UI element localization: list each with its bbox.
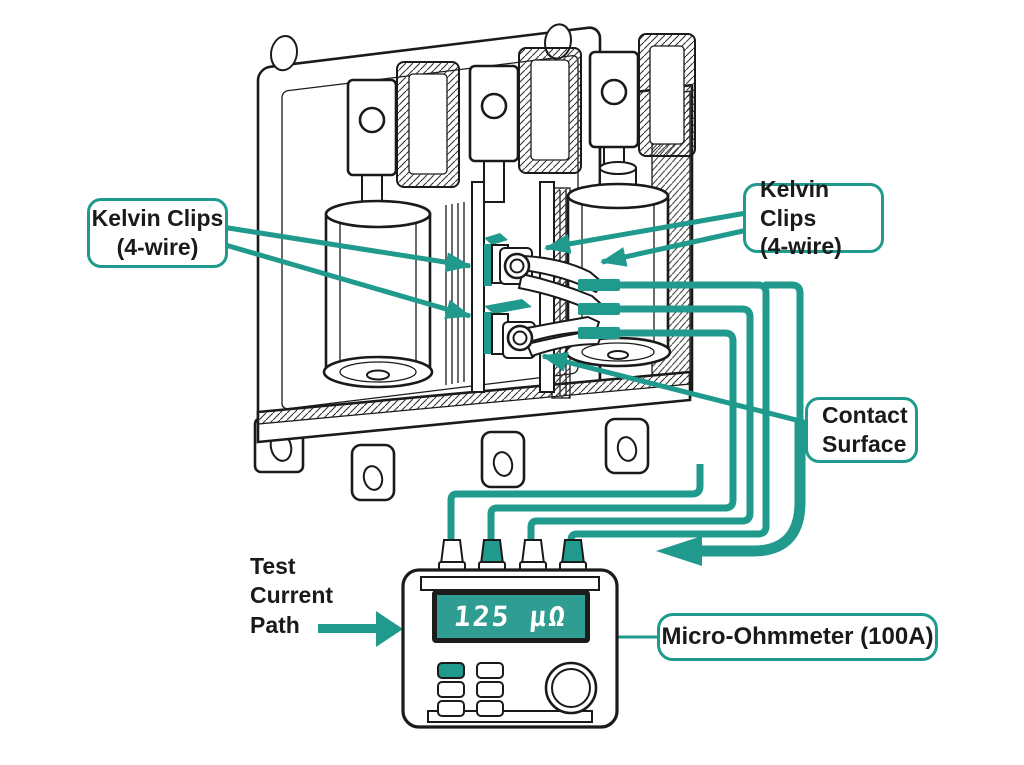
test-current-path-label: Test Current Path [250,552,370,640]
clip-wire-stub-1 [578,279,620,291]
contact-surface-callout: Contact Surface [805,397,918,463]
rotary-knob-icon [544,661,598,715]
kelvin-left-arrow-1-icon [221,224,472,273]
mounting-foot [480,430,526,489]
contact-surface-arrow-icon [541,352,813,427]
clip-wire-stub-3 [578,327,620,339]
contact-surface-line2: Surface [822,431,907,457]
callout-arrows [221,209,813,647]
test-lead-wire-3 [527,305,754,546]
meter-terminal-2 [478,539,506,573]
test-current-path-line3: Path [250,611,300,638]
meter-button [437,700,465,717]
mounting-foot [604,417,650,475]
mounting-hole-top-left [270,35,298,72]
mounting-feet [350,417,650,502]
kelvin-right-arrow-2-icon [600,226,753,267]
contact-surface-line1: Contact [822,402,908,429]
meter-buttons [437,662,504,717]
lcd-display: 125 µΩ [432,590,590,643]
lcd-display-value: 125 µΩ [452,600,570,633]
test-current-arrow-icon [318,611,403,647]
meter-terminal-4 [559,539,587,573]
test-lead-wire-4 [567,281,770,546]
kelvin-clips-right-callout: Kelvin Clips (4-wire) [743,176,884,259]
kelvin-clips-left-line1: Kelvin Clips [91,205,224,232]
micro-ohmmeter-callout: Micro-Ohmmeter (100A) [657,613,938,661]
test-lead-wires [447,279,806,566]
return-wire-upper [764,281,804,430]
meter-terminal-1 [438,539,466,573]
terminal-lug-right [588,33,696,177]
terminal-lug-left [346,61,460,206]
meter-terminal-3 [519,539,547,573]
kelvin-clips-right-line2: (4-wire) [760,233,842,260]
test-current-path-line2: Current [250,582,334,609]
meter-button [476,662,504,679]
test-current-path-line1: Test [250,553,296,579]
meter-button [476,681,504,698]
kelvin-clips-left-callout: Kelvin Clips (4-wire) [87,198,228,268]
micro-ohmmeter-label: Micro-Ohmmeter (100A) [661,623,934,650]
return-wire-lower [702,420,806,557]
contactor-illustration [253,23,696,502]
kelvin-clips-right-line1: Kelvin Clips [760,175,830,231]
meter-top-band [420,576,600,591]
kelvin-right-arrow-1-icon [544,209,753,254]
terminal-lug-center [468,47,582,203]
mounting-foot [350,443,396,502]
return-current-arrow-icon [656,536,702,566]
meter-terminals [438,539,587,573]
coil-cylinder-left [322,199,434,389]
meter-button [476,700,504,717]
kelvin-left-arrow-2-icon [221,241,472,319]
clip-wire-stub-2 [578,303,620,315]
meter-button [437,681,465,698]
terminal-lugs [346,33,696,206]
meter-button-active [437,662,465,679]
test-lead-wire-2 [487,329,737,546]
meter-bottom-band [427,710,593,723]
test-lead-wire-1 [447,464,704,546]
kelvin-clip-lower [502,315,603,359]
kelvin-clips-left-line2: (4-wire) [116,234,199,260]
